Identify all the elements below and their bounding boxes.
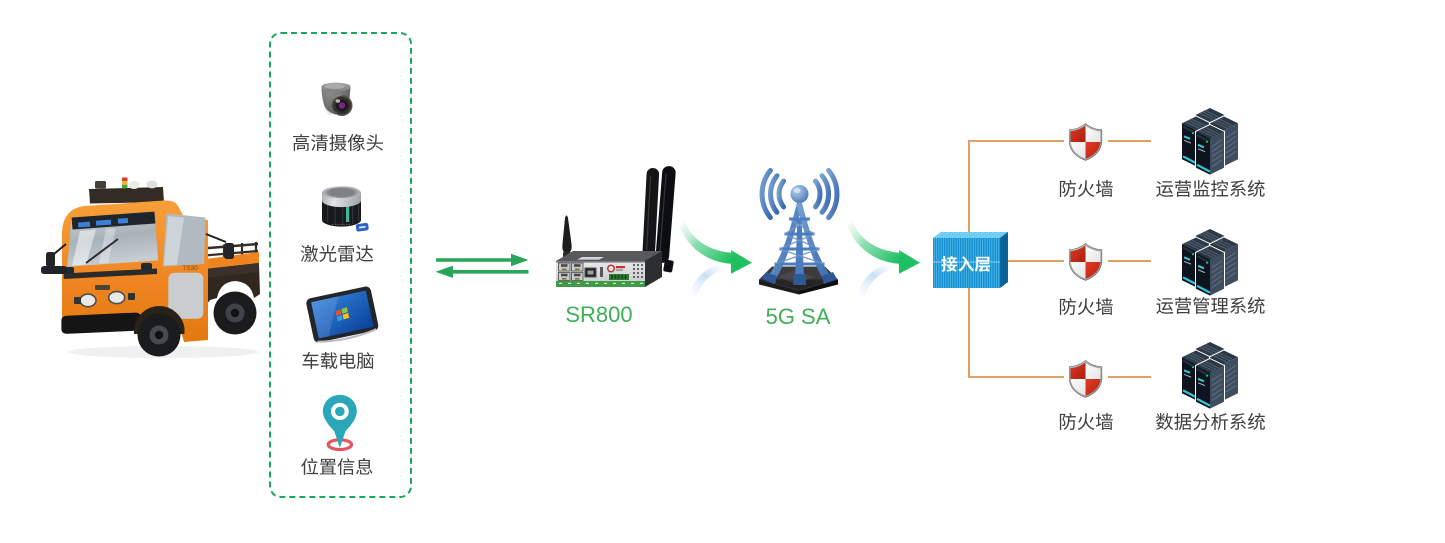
svg-text:TS30: TS30 bbox=[182, 265, 198, 272]
